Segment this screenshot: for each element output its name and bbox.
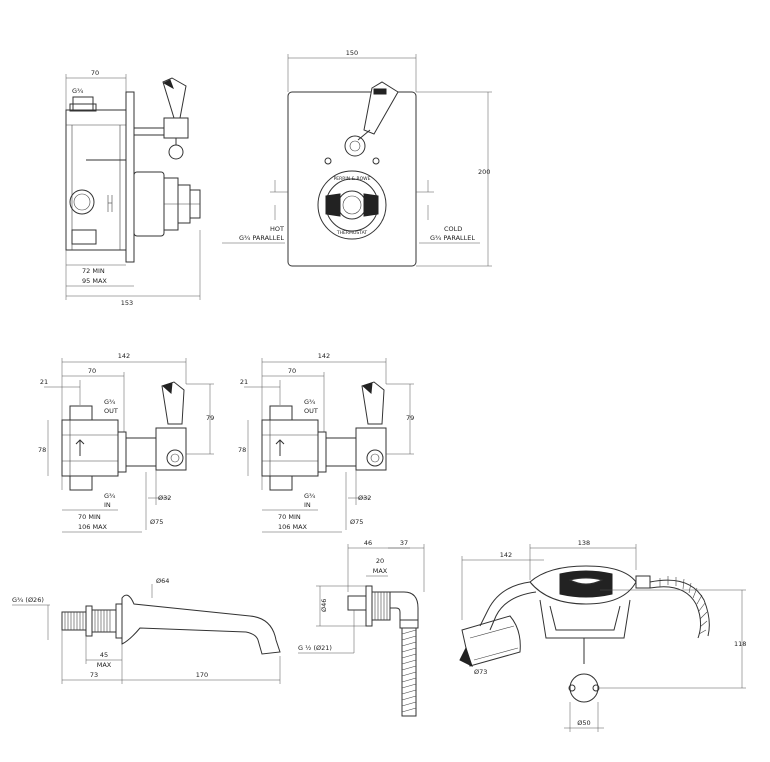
elbow-dim-max: MAX bbox=[373, 567, 388, 575]
handset-dia-73: Ø73 bbox=[474, 668, 487, 676]
valve1-dim-max: 106 MAX bbox=[78, 523, 108, 531]
side-thread-label: G¾ bbox=[72, 87, 84, 95]
elbow-dim-46: 46 bbox=[364, 539, 372, 547]
valve1-inlet: G¾ bbox=[104, 492, 116, 500]
handset-dim-118: 118 bbox=[734, 640, 746, 648]
spout-dim-45: 45 bbox=[100, 651, 108, 659]
handset-dim-142: 142 bbox=[500, 551, 512, 559]
valve2-inlet-label: IN bbox=[304, 501, 311, 509]
valve1-dim-body: 70 bbox=[88, 367, 96, 375]
side-view: 70 G¾ 72 MIN 95 MAX 153 bbox=[65, 69, 201, 307]
handset-view: 142 138 Ø73 Ø50 118 bbox=[459, 539, 746, 732]
cold-label: COLD bbox=[444, 225, 462, 233]
dial-text-top: PERRIN & ROWE bbox=[334, 176, 371, 182]
valve2-outlet: G¾ bbox=[304, 398, 316, 406]
elbow-thread: G ½ (Ø21) bbox=[298, 644, 332, 652]
side-dim-min: 72 MIN bbox=[82, 267, 105, 275]
front-dim-height: 200 bbox=[478, 168, 490, 176]
valve2-inlet: G¾ bbox=[304, 492, 316, 500]
spout-dim-73: 73 bbox=[90, 671, 98, 679]
valve1-inlet-label: IN bbox=[104, 501, 111, 509]
valve1-outlet-label: OUT bbox=[104, 407, 118, 415]
valve1-dim-min: 70 MIN bbox=[78, 513, 101, 521]
valve2-outlet-label: OUT bbox=[304, 407, 318, 415]
spout-thread: G¾ (Ø26) bbox=[12, 596, 44, 604]
elbow-dia-46: Ø46 bbox=[320, 599, 328, 612]
valve2-dim-height: 78 bbox=[238, 446, 246, 454]
handset-dia-50: Ø50 bbox=[577, 719, 590, 727]
valve2-dim-lever: 79 bbox=[406, 414, 414, 422]
side-dim-overall: 153 bbox=[121, 299, 133, 307]
valve1-dia-base: Ø75 bbox=[150, 518, 163, 526]
elbow-view: 46 37 20 MAX Ø46 G ½ (Ø21) bbox=[298, 539, 425, 717]
hot-label: HOT bbox=[270, 225, 284, 233]
elbow-dim-20: 20 bbox=[376, 557, 384, 565]
valve2-dim-overall: 142 bbox=[318, 352, 330, 360]
dial-text-bottom: THERMOSTAT bbox=[336, 230, 368, 236]
valve-view-2: 142 70 21 G¾ OUT G¾ IN 78 79 Ø32 Ø75 70 … bbox=[238, 352, 414, 533]
spout-dia: Ø64 bbox=[156, 577, 169, 585]
valve2-dim-max: 106 MAX bbox=[278, 523, 308, 531]
front-dim-width: 150 bbox=[346, 49, 358, 57]
spout-view: G¾ (Ø26) Ø64 45 MAX 73 170 bbox=[12, 577, 281, 684]
elbow-dim-37: 37 bbox=[400, 539, 408, 547]
front-view: 150 200 PERRIN & ROWE THERMOSTAT HOT G¾ … bbox=[222, 49, 492, 267]
valve1-dia-rosette: Ø32 bbox=[158, 494, 171, 502]
cold-thread: G¾ PARALLEL bbox=[430, 234, 475, 242]
hot-thread: G¾ PARALLEL bbox=[239, 234, 284, 242]
valve1-dim-lever: 79 bbox=[206, 414, 214, 422]
spout-dim-max: MAX bbox=[97, 661, 112, 669]
valve2-dia-base: Ø75 bbox=[350, 518, 363, 526]
valve-view-1: 142 70 21 G¾ OUT G¾ IN 78 79 Ø32 Ø75 70 … bbox=[38, 352, 214, 533]
side-dim-top: 70 bbox=[91, 69, 99, 77]
valve2-dim-body: 70 bbox=[288, 367, 296, 375]
valve1-dim-overall: 142 bbox=[118, 352, 130, 360]
valve1-outlet: G¾ bbox=[104, 398, 116, 406]
valve2-dia-rosette: Ø32 bbox=[358, 494, 371, 502]
valve1-dim-offset: 21 bbox=[40, 378, 48, 386]
side-dim-max: 95 MAX bbox=[82, 277, 107, 285]
spout-dim-170: 170 bbox=[196, 671, 208, 679]
handset-dim-138: 138 bbox=[578, 539, 590, 547]
valve1-dim-height: 78 bbox=[38, 446, 46, 454]
valve2-dim-offset: 21 bbox=[240, 378, 248, 386]
valve2-dim-min: 70 MIN bbox=[278, 513, 301, 521]
